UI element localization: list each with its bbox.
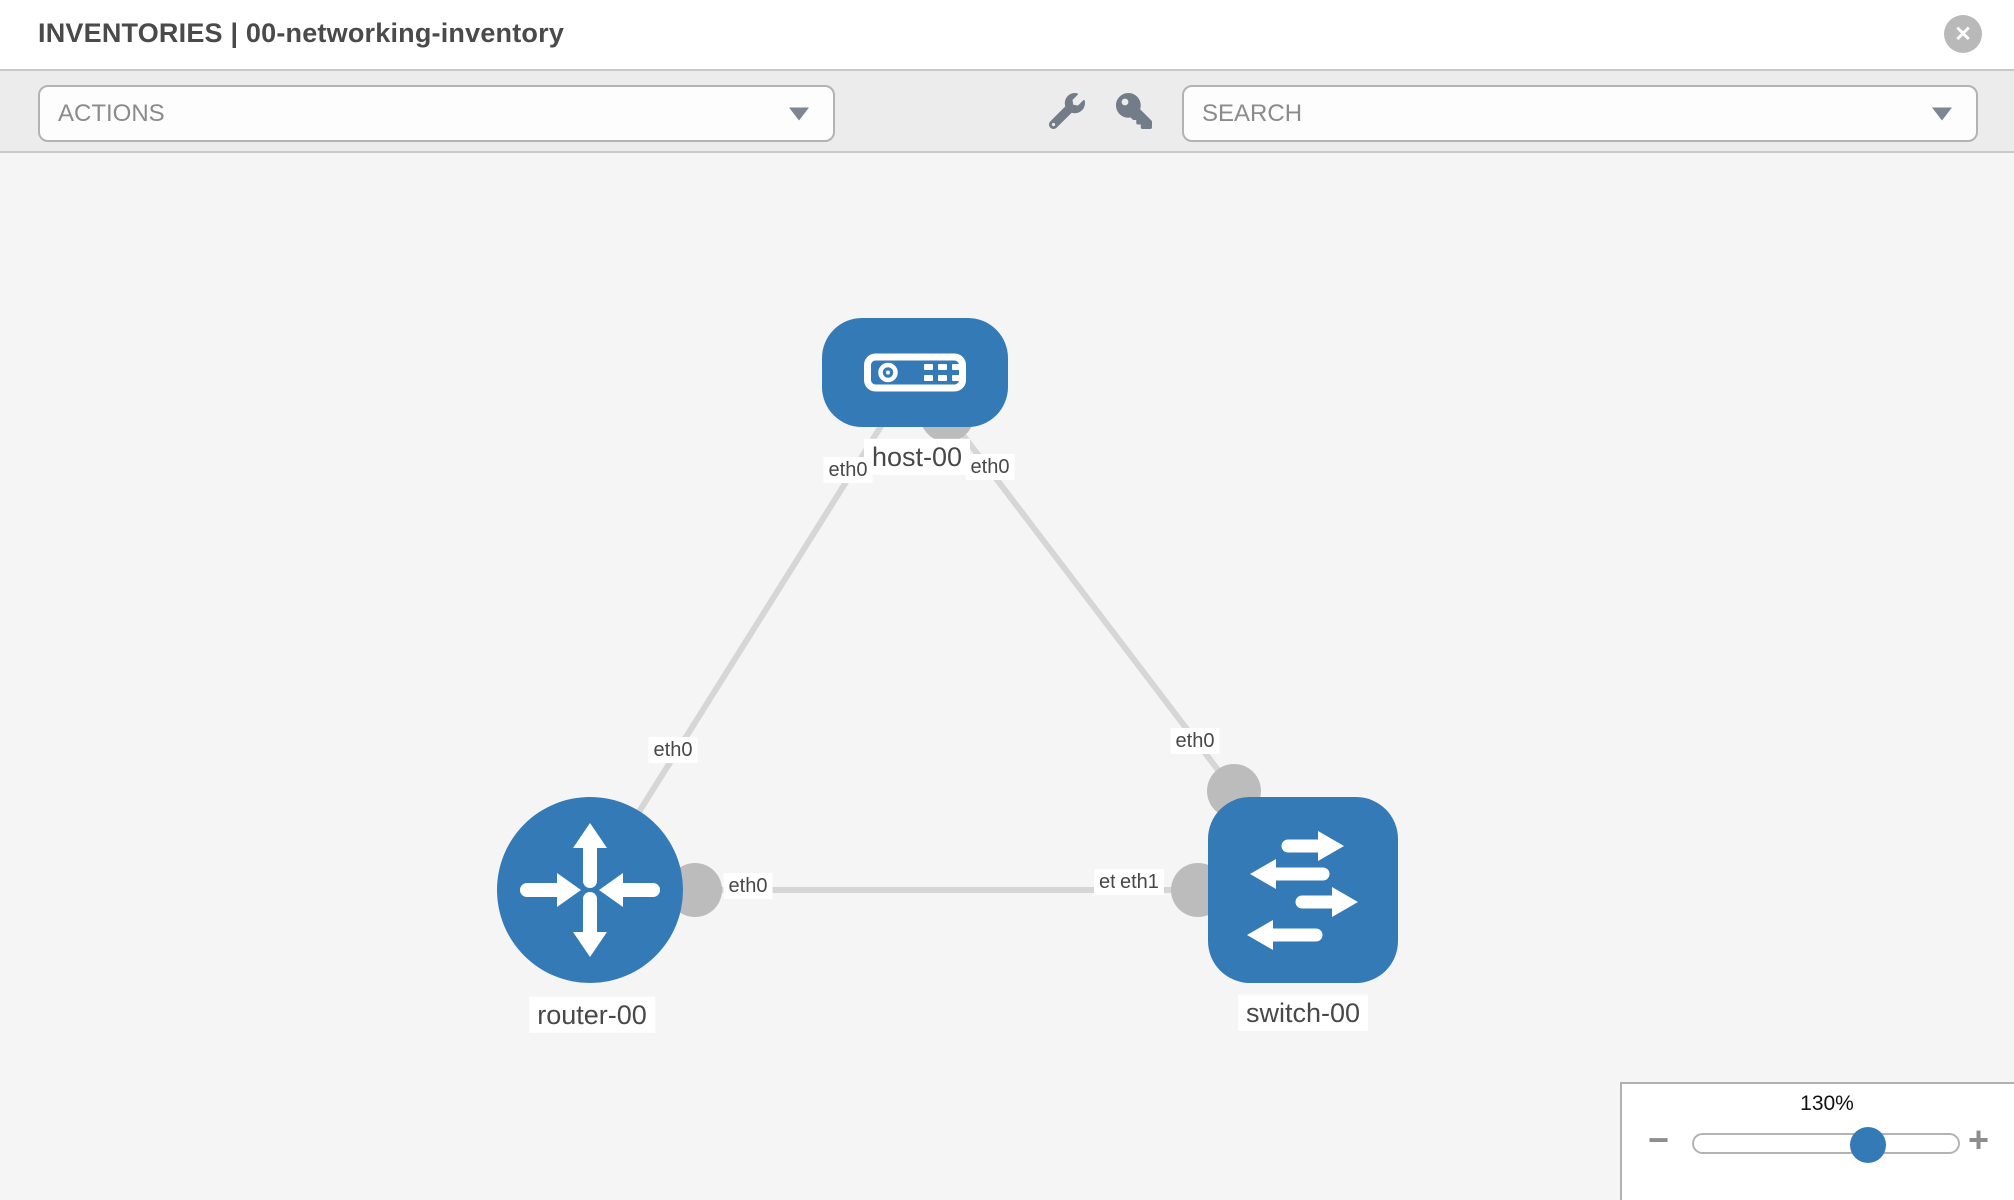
port-label-router-to-host: eth0: [648, 737, 698, 763]
close-icon: ✕: [1954, 22, 1972, 46]
actions-dropdown-label: ACTIONS: [58, 99, 165, 127]
modal-header: INVENTORIES | 00-networking-inventory ✕: [0, 0, 2014, 71]
host-icon: [864, 353, 966, 392]
node-label-switch: switch-00: [1237, 994, 1369, 1032]
close-button[interactable]: ✕: [1944, 15, 1982, 53]
zoom-out-button[interactable]: −: [1648, 1122, 1669, 1158]
node-switch-00[interactable]: [1208, 797, 1398, 983]
search-dropdown-label: SEARCH: [1202, 99, 1303, 127]
port-label-host-to-router: eth0: [823, 457, 873, 483]
key-tool-button[interactable]: [1116, 93, 1152, 129]
search-dropdown[interactable]: SEARCH: [1182, 85, 1978, 142]
wrench-tool-button[interactable]: [1048, 93, 1085, 130]
caret-down-icon: [789, 107, 809, 120]
minus-icon: −: [1648, 1119, 1670, 1160]
zoom-slider-track[interactable]: [1692, 1127, 1960, 1163]
page-title: INVENTORIES | 00-networking-inventory: [38, 18, 565, 48]
zoom-level-value: 130%: [1800, 1092, 1854, 1115]
router-icon: [520, 823, 660, 957]
toolbar: ACTIONS SEARCH: [0, 71, 2014, 153]
topology-canvas[interactable]: host-00 router-00 switch-00 eth0 eth0 et…: [0, 153, 2014, 1200]
zoom-slider-thumb[interactable]: [1850, 1127, 1886, 1163]
switch-icon: [1247, 831, 1358, 950]
port-label-router-to-switch: eth0: [723, 873, 773, 899]
node-router-00[interactable]: [497, 797, 683, 983]
port-label-host-to-switch: eth0: [965, 454, 1015, 480]
key-icon: [1116, 93, 1152, 129]
wrench-icon: [1048, 93, 1085, 130]
node-label-host: host-00: [863, 438, 971, 476]
topology-edges: [587, 370, 1306, 893]
node-host-00[interactable]: [822, 318, 1008, 427]
node-label-router: router-00: [529, 996, 655, 1034]
zoom-in-button[interactable]: +: [1968, 1122, 1989, 1158]
zoom-control-panel: 130% − +: [1620, 1082, 2014, 1200]
port-label-switch-to-host: eth0: [1170, 728, 1220, 754]
caret-down-icon: [1932, 107, 1952, 120]
plus-icon: +: [1968, 1119, 1990, 1160]
port-label-switch-to-router-eth1: eth1: [1115, 869, 1164, 895]
actions-dropdown[interactable]: ACTIONS: [38, 85, 835, 142]
